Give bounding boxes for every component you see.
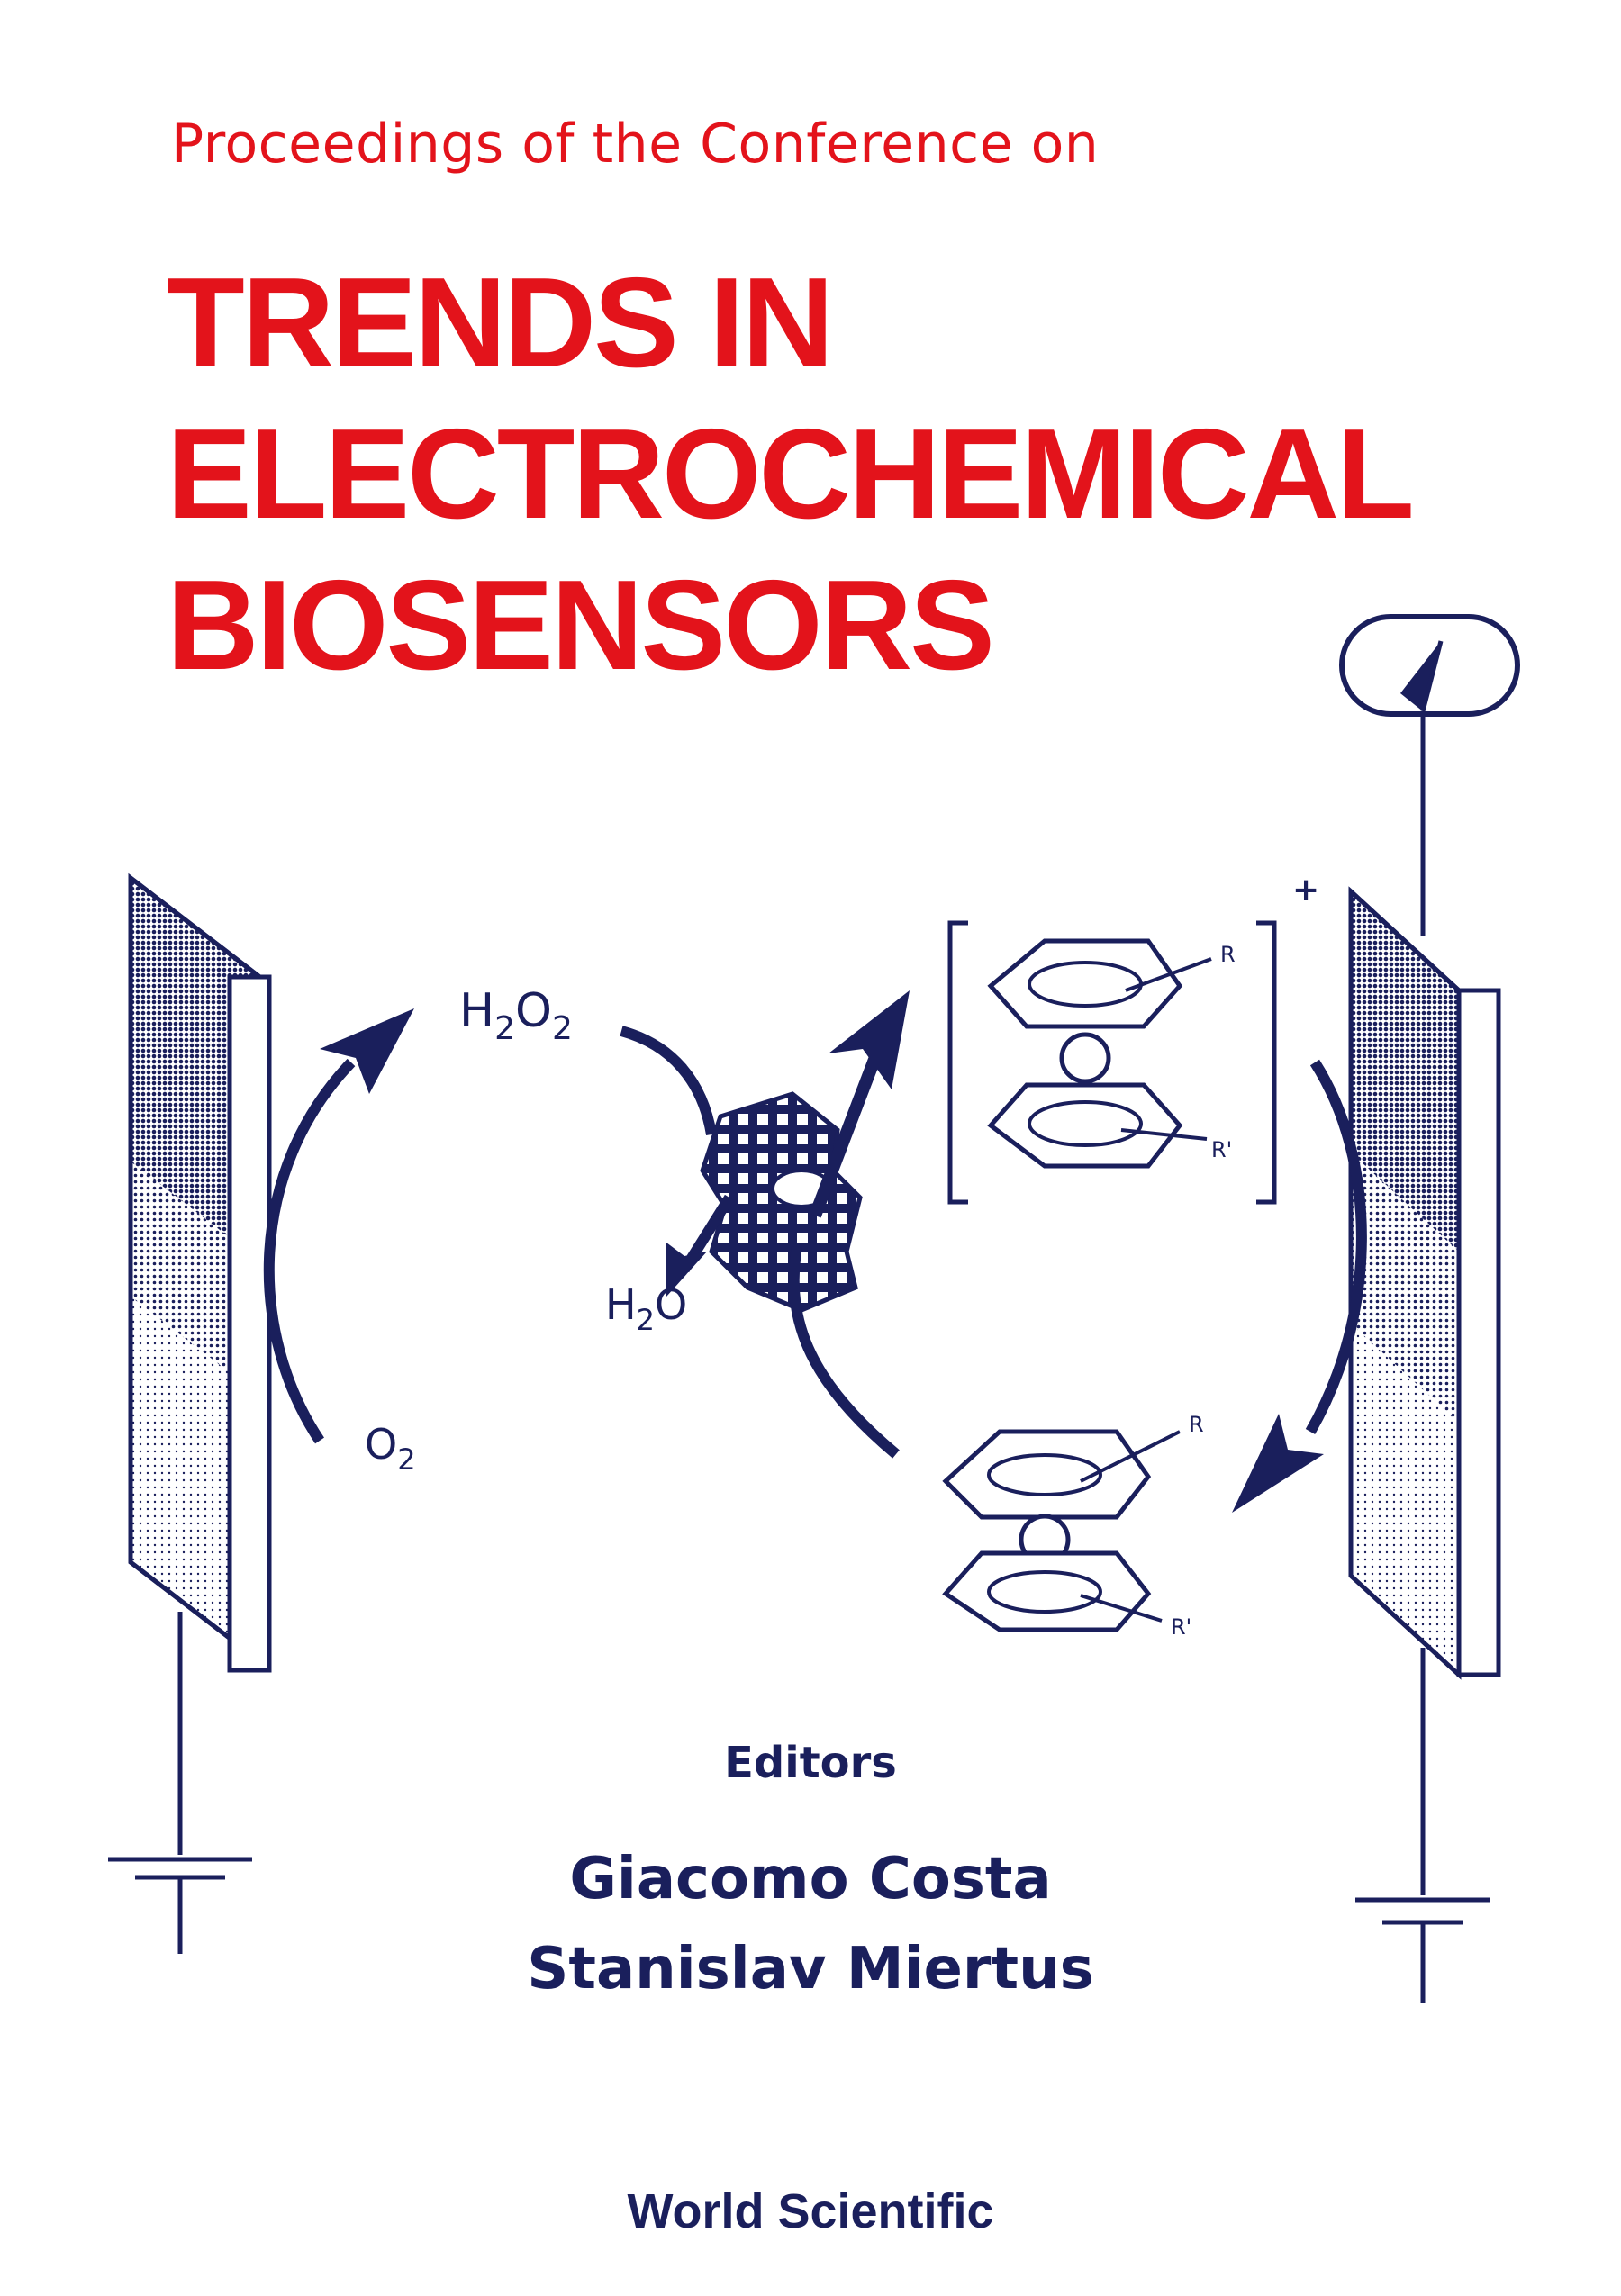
meter-icon: [1339, 614, 1520, 717]
h2o-arrow-head: [666, 1243, 707, 1297]
h2o2-label: H2O2: [459, 984, 573, 1047]
conference-subtitle: Proceedings of the Conference on: [171, 113, 1100, 176]
return-curve: [788, 1245, 900, 1459]
right-reaction-arrow: [1305, 1059, 1367, 1434]
left-arrow-head: [320, 1008, 414, 1094]
r-label-bottom: R: [1189, 1412, 1204, 1437]
right-electrode: [1348, 711, 1501, 2003]
oxidation-arrow-head: [829, 990, 910, 1089]
publisher-name: World Scientific: [627, 2184, 994, 2238]
h2o2-curve: [620, 1026, 717, 1136]
editor-name-2: Stanislav Miertus: [527, 1936, 1094, 2002]
title-line-3: BIOSENSORS: [167, 554, 995, 697]
title-line-2: ELECTROCHEMICAL: [167, 402, 1415, 546]
left-electrode: [108, 872, 272, 1954]
ferrocenium-structure: R R' +: [947, 872, 1319, 1205]
h2o-label: H2O: [605, 1280, 687, 1337]
editor-name-1: Giacomo Costa: [569, 1846, 1052, 1912]
o2-label: O2: [365, 1420, 416, 1477]
left-reaction-arrow: [263, 1058, 356, 1444]
right-arrow-head: [1232, 1414, 1324, 1513]
book-title: TRENDS IN ELECTROCHEMICAL BIOSENSORS: [167, 248, 1415, 701]
r-prime-label-bottom: R': [1171, 1614, 1191, 1640]
r-label-top: R: [1220, 942, 1236, 967]
ferrocene-structure: R R': [942, 1412, 1204, 1640]
charge-label: +: [1292, 872, 1319, 908]
editors-label: Editors: [724, 1738, 897, 1788]
title-line-1: TRENDS IN: [167, 251, 834, 394]
r-prime-label-top: R': [1211, 1137, 1232, 1162]
